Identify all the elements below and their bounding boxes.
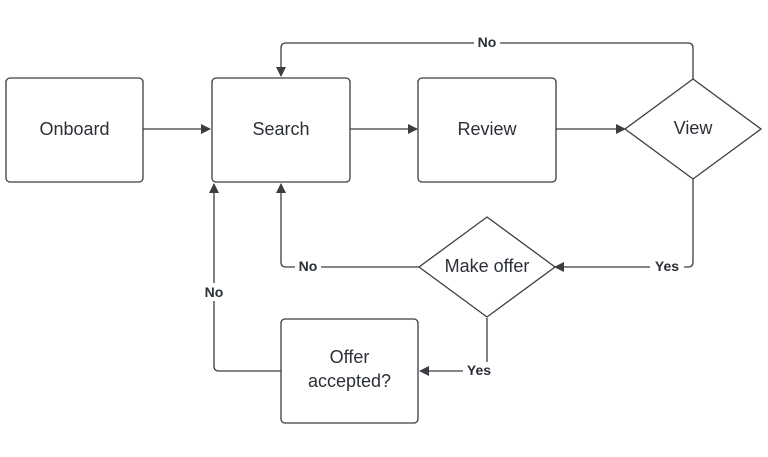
node-review-box [417,77,557,183]
edge-label-offer-accepted-to-search: No [205,284,224,300]
node-view-label: View [674,118,714,138]
edge-offer-accepted-to-search [209,183,281,372]
node-make-offer-label: Make offer [445,256,530,276]
node-offer-accepted-label-line1: Offer [330,347,370,367]
edge-label-bg-make-offer-search [295,258,321,276]
node-offer-accepted[interactable]: Offer accepted? [280,318,419,424]
edge-label-make-offer-to-search: No [299,258,318,274]
edge-label-bg-offer-accepted-search [201,283,227,301]
node-make-offer-diamond [417,216,557,318]
edge-make-offer-to-search [276,183,419,268]
node-view-diamond [623,78,763,180]
node-review[interactable]: Review [417,77,557,183]
node-offer-accepted-box [280,318,419,424]
node-offer-accepted-label-line2: accepted? [308,371,391,391]
node-onboard-box [5,77,144,183]
node-search-label: Search [252,119,309,139]
node-view[interactable]: View [623,78,763,180]
edge-label-bg-view-make-offer [650,258,684,276]
node-onboard[interactable]: Onboard [5,77,144,183]
node-onboard-label: Onboard [39,119,109,139]
node-make-offer[interactable]: Make offer [417,216,557,318]
node-search[interactable]: Search [211,77,351,183]
edge-view-to-make-offer [554,179,694,272]
edge-label-bg-view-search [474,34,500,52]
node-search-box [211,77,351,183]
edge-label-make-offer-to-offer-accepted: Yes [467,362,491,378]
edge-label-bg-make-offer-offer-accepted [463,362,495,380]
edge-label-view-to-make-offer: Yes [655,258,679,274]
node-review-label: Review [457,119,517,139]
edge-label-view-to-search: No [478,34,497,50]
